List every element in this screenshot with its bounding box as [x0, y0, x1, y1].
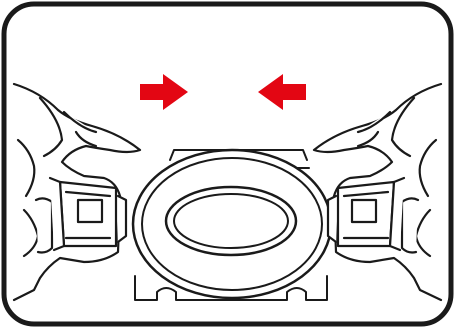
- right-side-button-icon: [328, 178, 404, 250]
- left-side-button-icon: [50, 178, 126, 250]
- oval-device-body: [133, 150, 331, 298]
